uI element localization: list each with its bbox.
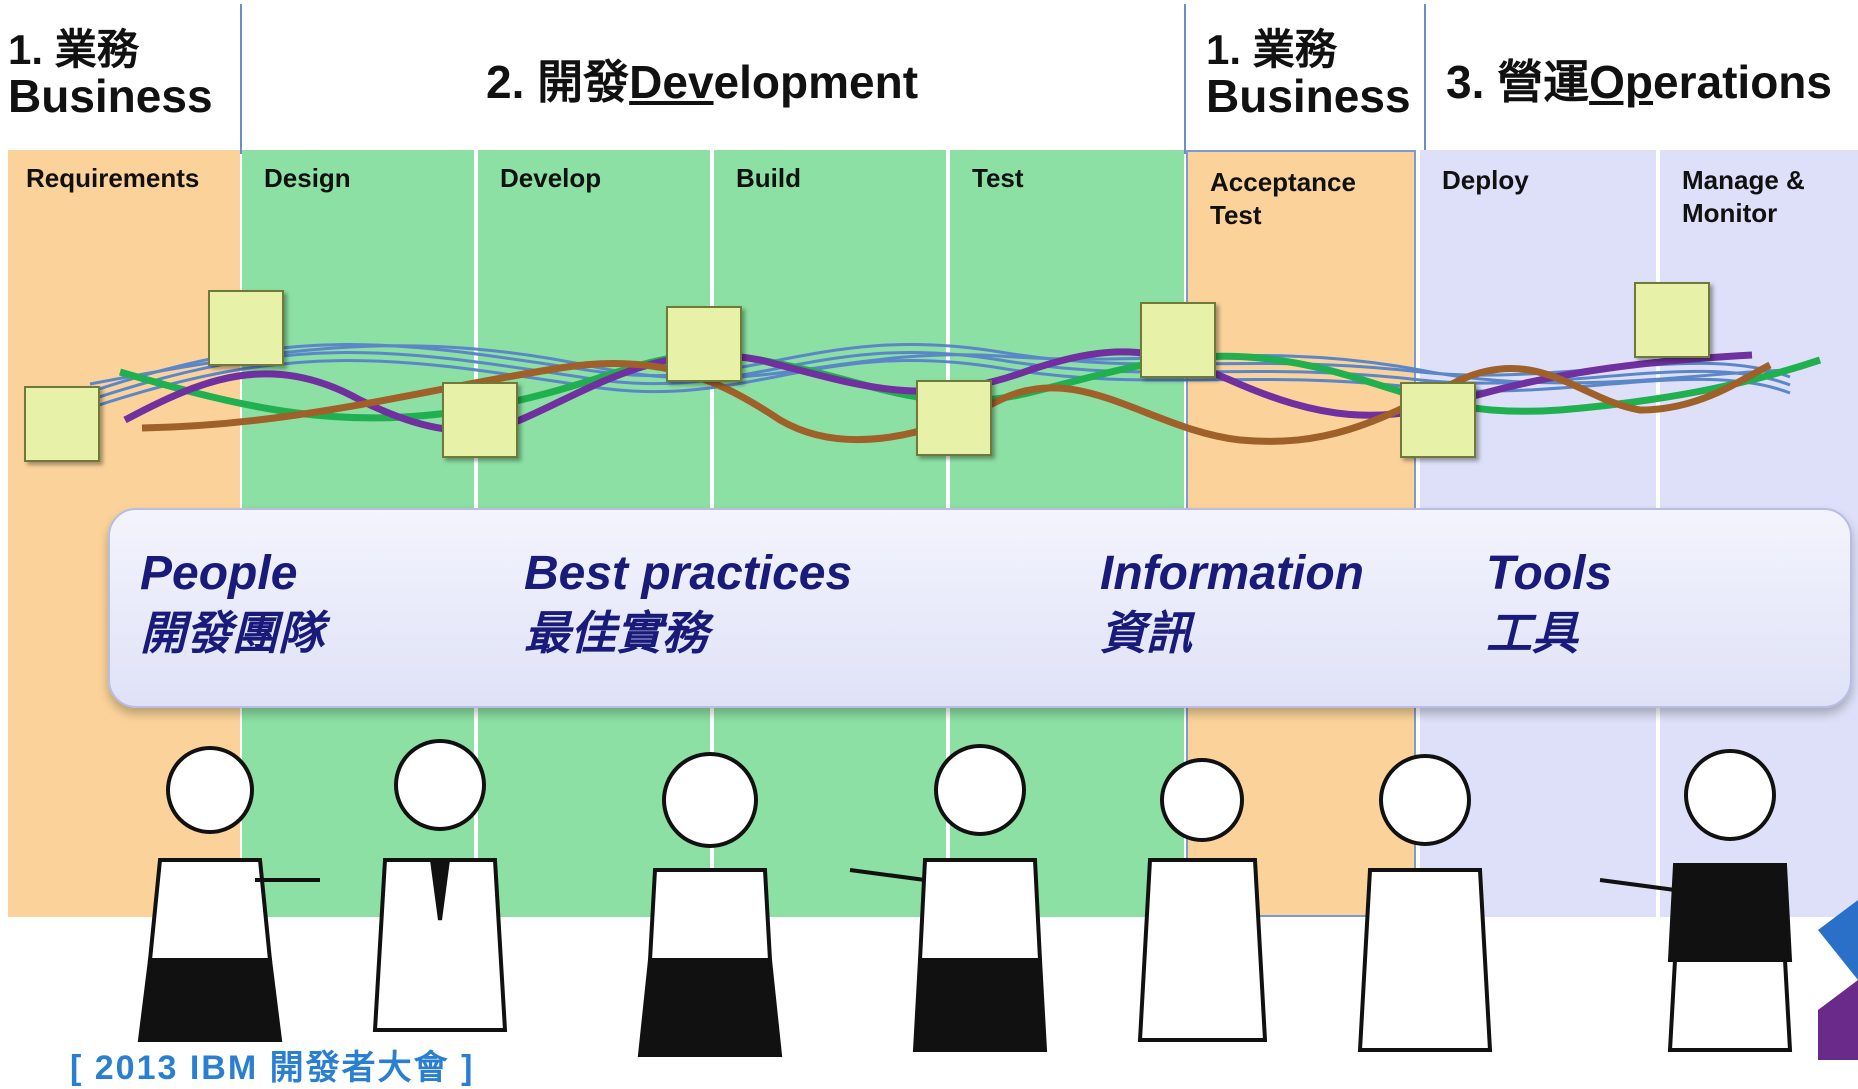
person-figure	[849, 744, 1048, 1052]
phase-number: 1. 業務	[8, 26, 139, 73]
phase-name-rest: elopment	[713, 56, 919, 108]
person-figure	[1357, 754, 1493, 1052]
column-label: Deploy	[1442, 165, 1529, 195]
pillar-en: People	[140, 547, 298, 600]
phase-business-1: 1. 業務 Business	[8, 26, 213, 123]
document-folder-icon	[666, 306, 742, 382]
column-label: Acceptance Test	[1210, 166, 1356, 231]
thread-brown	[141, 359, 1772, 445]
phase-number: 2. 開發	[486, 56, 630, 108]
pillar-tools: Tools 工具	[1486, 546, 1612, 666]
pillar-zh: 工具	[1486, 607, 1578, 660]
phase-operations: 3. 營運Operations	[1446, 58, 1832, 106]
corner-decoration	[1818, 900, 1858, 1060]
pillars-banner: People 開發團隊 Best practices 最佳實務 Informat…	[108, 508, 1852, 708]
pillar-en: Best practices	[524, 547, 853, 600]
phase-divider	[1184, 4, 1186, 154]
document-folder-icon	[1400, 382, 1476, 458]
phase-name-underlined: Dev	[629, 56, 714, 108]
person-figure	[637, 752, 783, 1057]
column-label: Develop	[500, 163, 602, 193]
document-folder-icon	[24, 386, 100, 462]
phase-number: 1. 業務	[1206, 26, 1337, 73]
person-figure	[137, 746, 320, 1042]
column-label-line2: Monitor	[1682, 197, 1778, 228]
pillar-zh: 開發團隊	[140, 607, 324, 660]
column-label-line2: Test	[1210, 199, 1262, 230]
phase-name: Business	[1206, 70, 1411, 123]
column-label: Requirements	[26, 163, 200, 193]
column-label: Test	[972, 163, 1024, 193]
person-figure	[1137, 758, 1268, 1042]
pillar-zh: 資訊	[1100, 607, 1192, 660]
phase-name-rest: erations	[1653, 56, 1832, 108]
phase-name: Business	[8, 70, 213, 123]
team-illustration	[137, 739, 1793, 1057]
phase-number: 3. 營運	[1446, 56, 1590, 108]
column-label: Manage & Monitor	[1682, 164, 1805, 229]
phase-development: 2. 開發Development	[486, 58, 918, 106]
person-figure	[372, 739, 508, 1032]
phase-divider	[240, 4, 242, 154]
document-folder-icon	[916, 380, 992, 456]
pillar-best-practices: Best practices 最佳實務	[524, 546, 852, 666]
pillar-en: Information	[1100, 547, 1364, 600]
pillar-en: Tools	[1486, 547, 1613, 600]
column-label-line1: Acceptance	[1210, 167, 1356, 197]
column-label: Build	[736, 163, 801, 193]
document-folder-icon	[1634, 282, 1710, 358]
document-folder-icon	[1140, 302, 1216, 378]
phase-business-2: 1. 業務 Business	[1206, 26, 1411, 123]
pillar-people: People 開發團隊	[140, 546, 324, 666]
pillar-zh: 最佳實務	[524, 607, 708, 660]
document-folder-icon	[208, 290, 284, 366]
person-figure	[1599, 749, 1793, 1052]
pillar-information: Information 資訊	[1100, 546, 1364, 666]
column-label-line1: Manage &	[1682, 165, 1805, 195]
phase-divider	[1424, 4, 1426, 154]
phase-name-underlined: Op	[1589, 56, 1654, 108]
document-folder-icon	[442, 382, 518, 458]
footer-event: [ 2013 IBM 開發者大會 ]	[70, 1049, 475, 1087]
column-label: Design	[264, 163, 351, 193]
